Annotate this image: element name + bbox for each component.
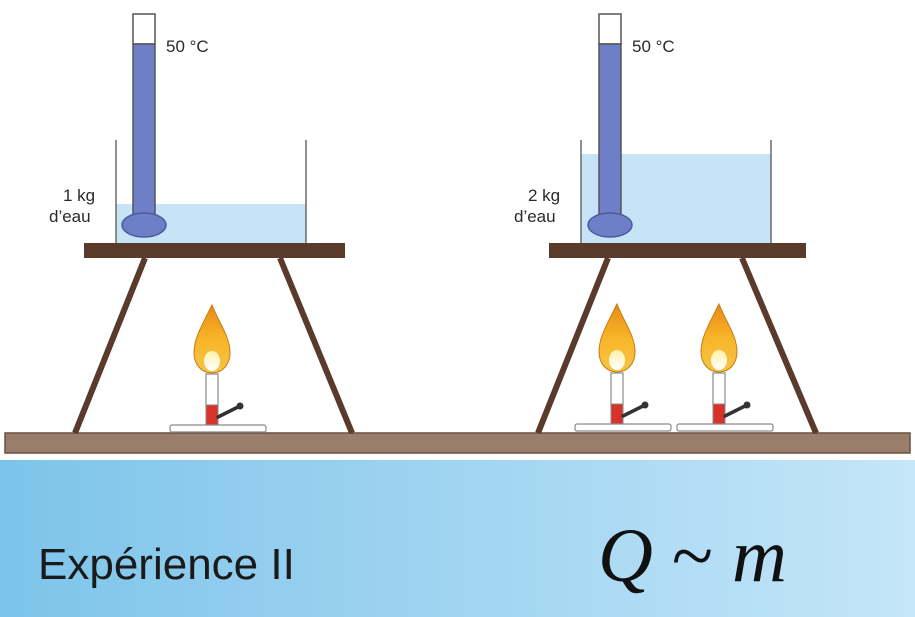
bunsen-burner <box>573 302 673 433</box>
tripod-leg <box>739 256 819 435</box>
setup-1kg: 50 °C 1 kg d’eau <box>49 13 355 435</box>
setup-2kg: 50 °C 2 kg d’eau <box>514 13 819 435</box>
caption-banner <box>0 460 915 617</box>
formula-lhs: Q <box>598 514 653 598</box>
mass-label: 2 kg <box>528 186 560 205</box>
thermometer <box>587 13 633 238</box>
thermometer <box>121 13 167 238</box>
temperature-label: 50 °C <box>166 37 209 56</box>
temperature-label: 50 °C <box>632 37 675 56</box>
bunsen-burner <box>675 302 775 433</box>
heating-plate <box>84 243 345 258</box>
table-surface <box>4 432 911 454</box>
experiment-caption: Expérience II <box>38 540 295 589</box>
formula-rhs: m <box>732 514 787 598</box>
experiment-scene: 50 °C 1 kg d’eau 50 °C 2 kg d’eau <box>4 13 911 454</box>
tripod-leg <box>72 256 148 435</box>
tripod-leg <box>277 256 355 435</box>
tripod-leg <box>535 256 611 435</box>
formula-relation: ~ <box>671 514 714 598</box>
mass-label-unit: d’eau <box>49 207 91 226</box>
mass-label: 1 kg <box>63 186 95 205</box>
mass-label-unit: d’eau <box>514 207 556 226</box>
bunsen-burner <box>168 303 268 434</box>
proportionality-formula: Q ~ m <box>598 513 787 600</box>
heating-plate <box>549 243 806 258</box>
